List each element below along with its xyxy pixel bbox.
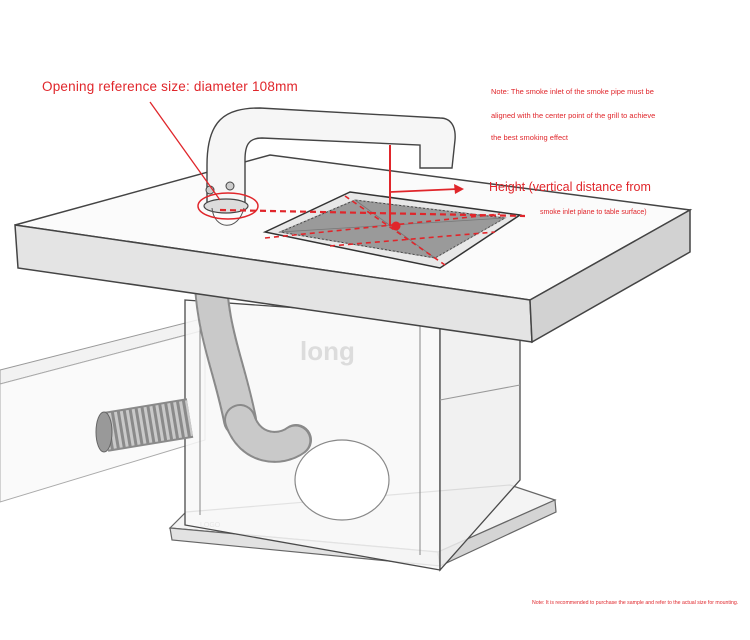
height-arrow-shaft — [389, 188, 459, 193]
height-label-line1: Height (vertical distance from — [489, 180, 651, 194]
height-label-line2: smoke inlet plane to table surface) — [540, 209, 647, 216]
purchase-sample-footnote: Note: It is recommended to purchase the … — [532, 600, 739, 606]
svg-text:long: long — [300, 336, 355, 366]
grill-diagonal-guide-a — [264, 213, 501, 239]
side-duct — [95, 398, 194, 453]
alignment-note-line3: the best smoking effect — [491, 133, 568, 142]
fan-opening — [294, 439, 390, 521]
grill-diagonal-guide-c — [329, 231, 496, 247]
alignment-note-line1: Note: The smoke inlet of the smoke pipe … — [491, 87, 654, 96]
alignment-note-line2: aligned with the center point of the gri… — [491, 111, 656, 120]
opening-circle-marker — [197, 192, 259, 220]
height-arrow-head — [454, 184, 464, 194]
opening-leader-line — [149, 101, 221, 201]
grill-center-point — [391, 221, 401, 231]
annotation-marks — [149, 101, 526, 266]
smoke-pipe — [203, 107, 456, 226]
lower-enclosure: long — [184, 299, 521, 572]
grill-diagonal-guide-b — [344, 195, 446, 266]
pipe-to-grill-alignment-line — [219, 208, 526, 218]
opening-size-label: Opening reference size: diameter 108mm — [42, 79, 298, 94]
